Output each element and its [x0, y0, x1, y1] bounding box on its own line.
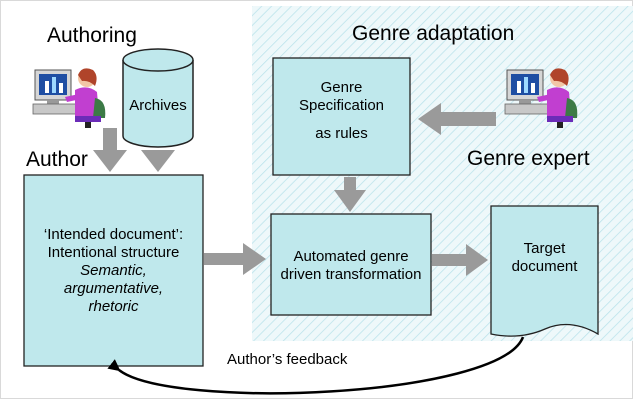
intended-document-text: ‘Intended document’: Intentional structu…	[24, 226, 203, 316]
intended-doc-line2: Intentional structure	[47, 244, 180, 261]
authoring-label: Authoring	[47, 24, 137, 47]
transformation-box	[270, 213, 432, 316]
intended-doc-line1: ‘Intended document’:	[43, 226, 184, 243]
target-line2: document	[511, 258, 578, 275]
genre-adaptation-title: Genre adaptation	[352, 22, 515, 45]
archives-label: Archives	[129, 97, 187, 114]
arrow-expert-to-spec	[418, 103, 496, 135]
target-line1: Target	[523, 240, 566, 257]
intended-doc-line5: rhetoric	[88, 298, 139, 315]
target-document-shape	[490, 205, 599, 337]
transformation-line2: driven transformation	[280, 266, 422, 283]
genre-spec-text: Genre Specification as rules	[273, 79, 410, 143]
arrow-spec-to-transformation	[334, 177, 366, 212]
feedback-label: Author’s feedback	[227, 351, 348, 368]
genre-spec-line2: Specification	[298, 97, 385, 114]
genre-spec-box	[272, 57, 411, 176]
arrow-archives-to-intended	[141, 150, 175, 172]
author-person-icon	[32, 68, 106, 128]
genre-expert-person-icon	[504, 68, 578, 128]
genre-spec-line3: as rules	[315, 125, 368, 142]
intended-doc-line4: argumentative,	[63, 280, 164, 297]
arrow-transformation-to-target	[432, 244, 488, 276]
author-label: Author	[26, 148, 88, 171]
feedback-arrow	[107, 336, 525, 395]
genre-spec-line1: Genre	[320, 79, 363, 96]
arrow-intended-to-transformation	[204, 243, 266, 275]
transformation-line1: Automated genre	[293, 248, 409, 265]
transformation-text: Automated genre driven transformation	[271, 248, 431, 284]
arrow-author-to-intended	[93, 128, 127, 172]
intended-document-box	[23, 174, 204, 367]
intended-doc-line3: Semantic,	[80, 262, 147, 279]
genre-expert-label: Genre expert	[467, 147, 590, 170]
target-document-text: Target document	[491, 240, 598, 276]
archives-cylinder	[122, 48, 194, 148]
